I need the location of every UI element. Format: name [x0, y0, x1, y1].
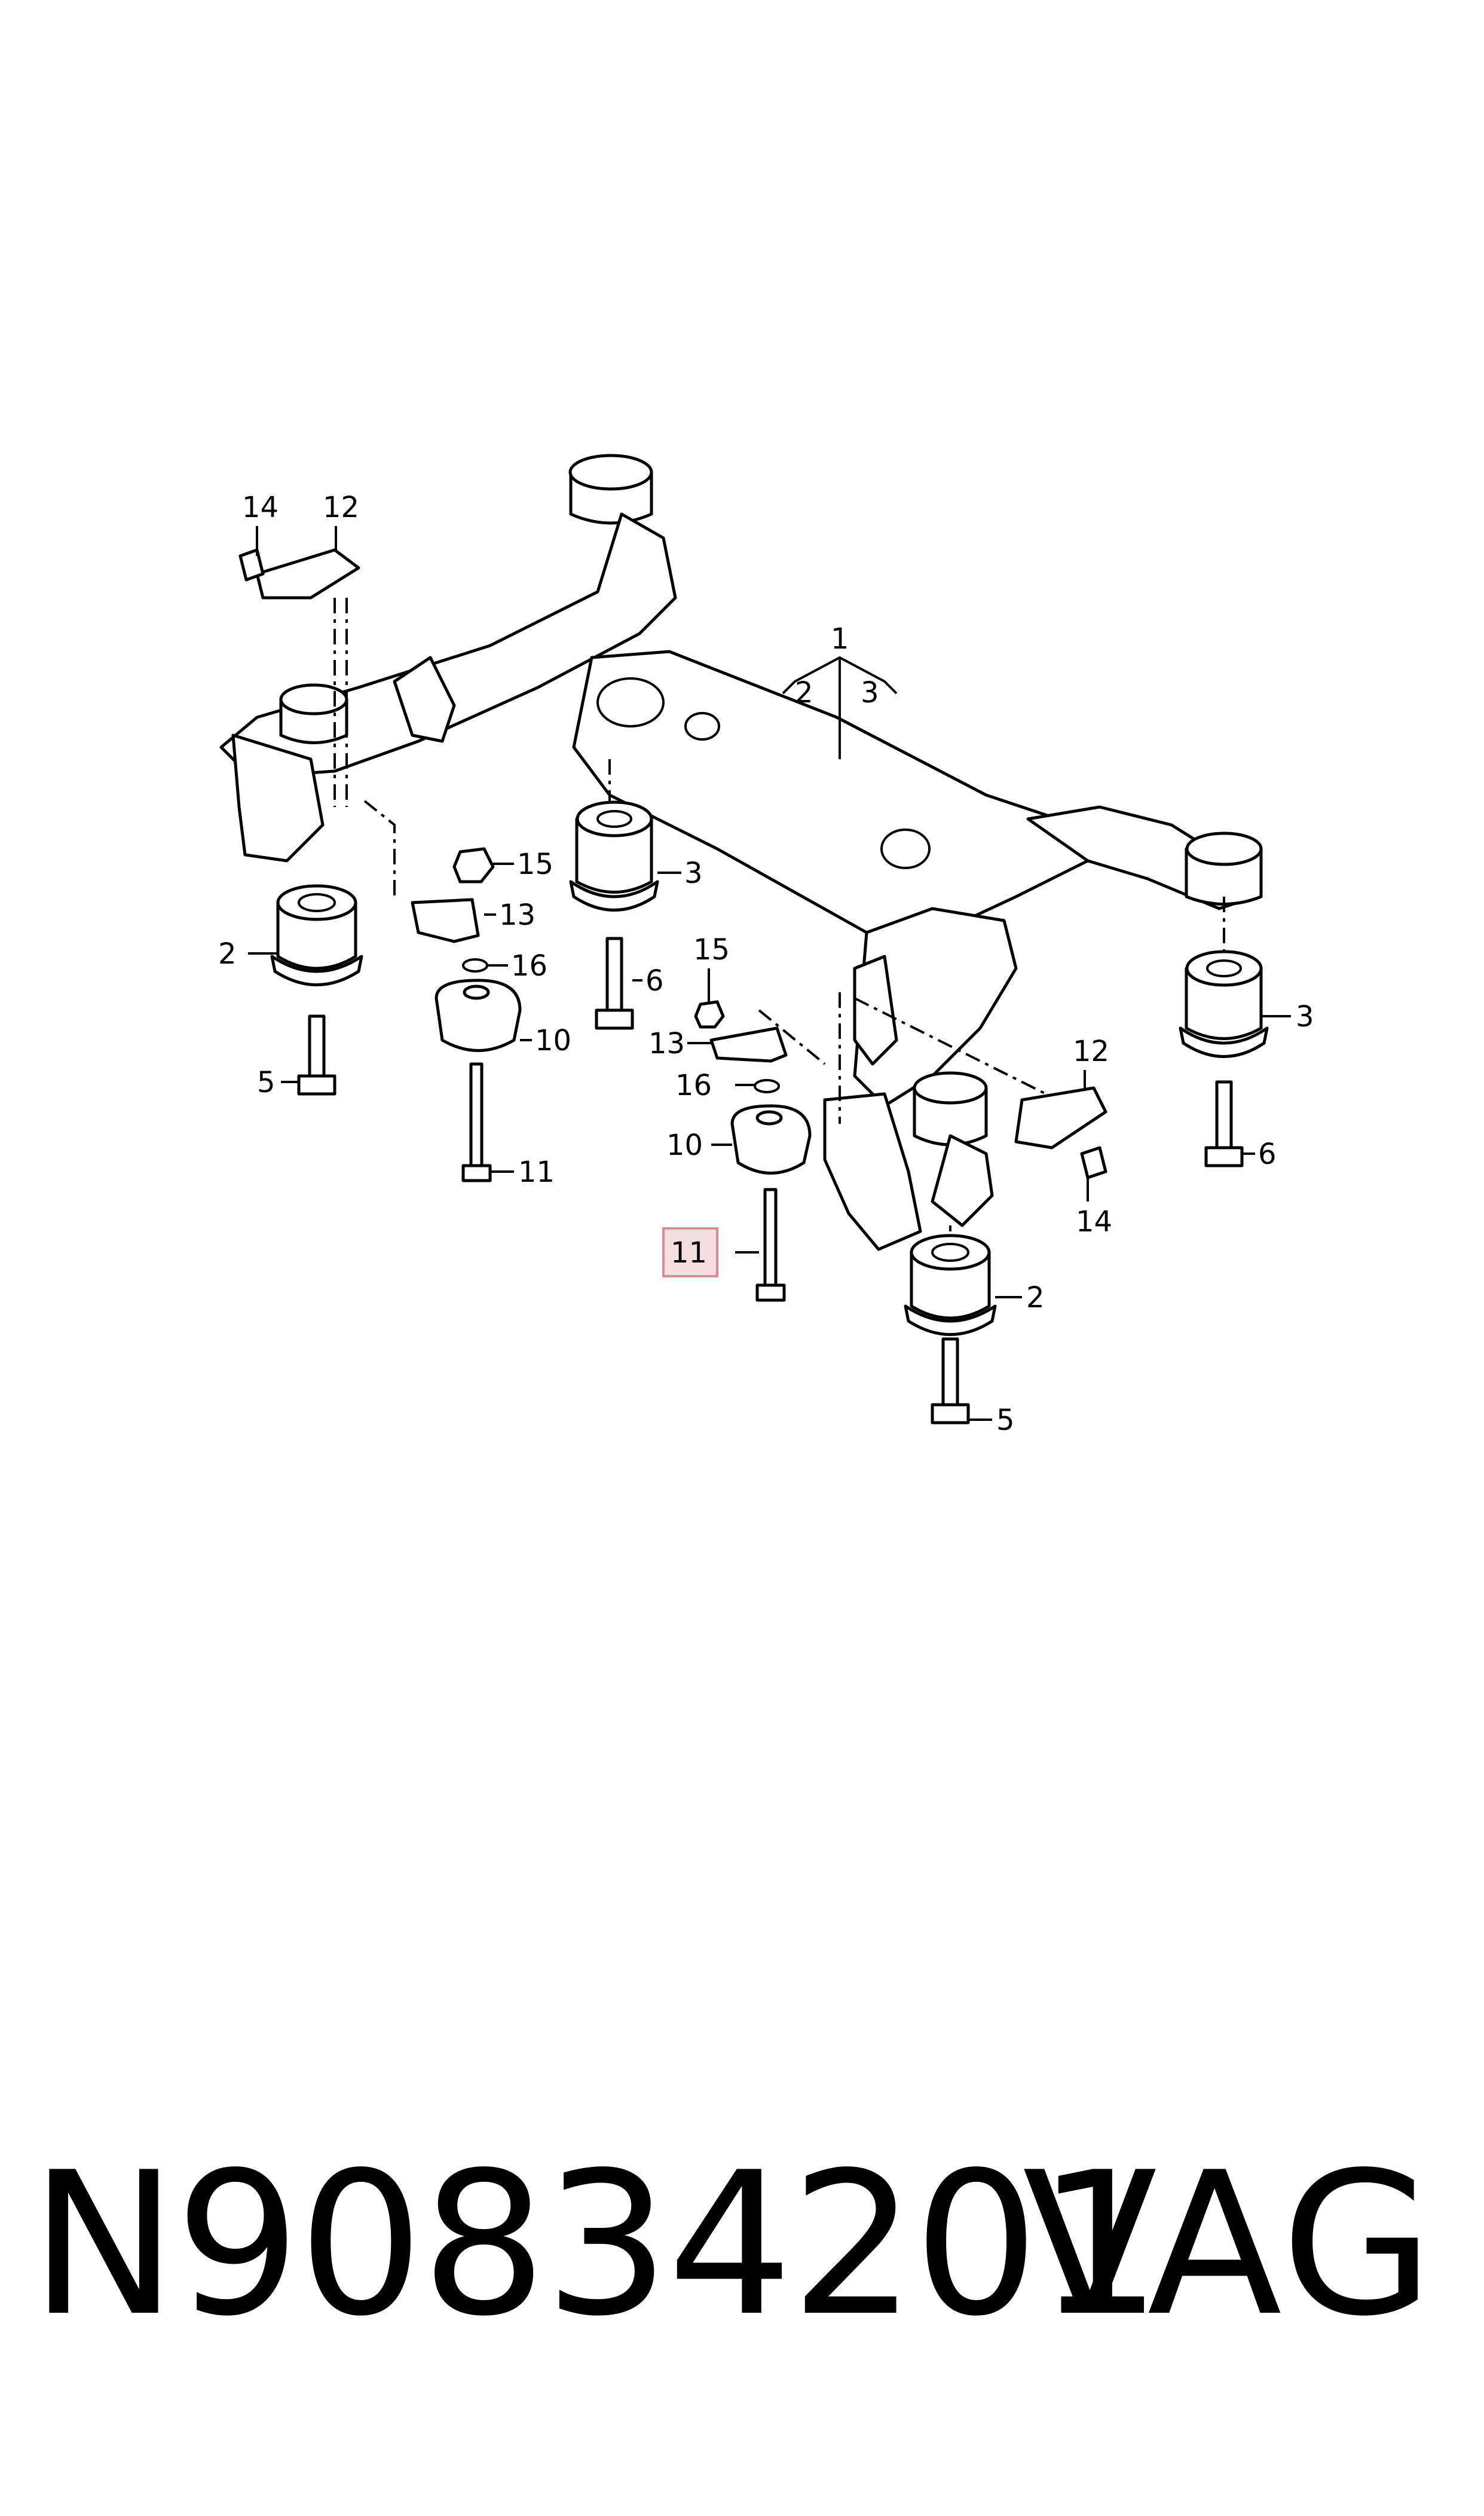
callout-2-top: 2: [795, 676, 813, 710]
bolt-14-right: [1080, 1146, 1107, 1179]
callout-10-left: 10: [535, 1024, 571, 1057]
callout-11-left: 11: [518, 1155, 555, 1189]
highlight-box: [662, 1227, 718, 1277]
washer-16-mid: [754, 1079, 780, 1093]
nut-15-left: [452, 847, 495, 883]
callout-16-left: 16: [511, 949, 547, 983]
callout-3-top: 3: [861, 676, 879, 710]
callout-1: 1: [831, 622, 849, 656]
callout-16-mid: 16: [675, 1069, 712, 1102]
callout-5-left: 5: [257, 1066, 276, 1099]
rear-subframe: [219, 454, 1263, 1251]
callout-6-center: 6: [645, 964, 664, 998]
callout-14-left: 14: [242, 491, 279, 524]
part-number: N90834201: [30, 2130, 1162, 2359]
bushing-2-left: [270, 884, 363, 986]
bracket-13-left: [411, 898, 480, 943]
nut-15-mid: [694, 1000, 725, 1029]
callout-15-mid: 15: [693, 933, 730, 967]
assembly-lines: [333, 598, 1225, 1231]
callout-14-right: 14: [1076, 1205, 1112, 1239]
callout-12-right: 12: [1073, 1035, 1109, 1068]
plate-12-left: [255, 548, 360, 600]
callout-15-left: 15: [517, 848, 553, 881]
callout-13-mid: 13: [648, 1027, 685, 1060]
bolts: [297, 937, 1244, 1424]
callout-2-right: 2: [1026, 1281, 1045, 1314]
callout-11-highlight: 11: [671, 1236, 707, 1270]
bushing-3-center: [569, 800, 659, 912]
callouts: 1 2 3 2 3 3 2 5 5 6 6 10 10 11 11 12 12 …: [218, 491, 1314, 1437]
callout-5-right: 5: [996, 1404, 1015, 1437]
brand-label: VAG: [1022, 2130, 1436, 2359]
callout-13-left: 13: [499, 898, 536, 932]
callout-2-left: 2: [218, 937, 237, 971]
washer-16-left: [462, 958, 488, 973]
callout-3-center: 3: [684, 857, 703, 890]
callout-3-right: 3: [1296, 1000, 1314, 1034]
bushing-2-right: [904, 1234, 997, 1336]
mount-10-left: [435, 979, 522, 1052]
bushing-3-right: [1179, 950, 1269, 1058]
callout-6-right: 6: [1258, 1138, 1277, 1171]
callout-12-left: 12: [323, 491, 359, 524]
mount-10-mid: [730, 1104, 812, 1175]
leader-lines: [248, 526, 1291, 1421]
bolt-14-left: [238, 548, 265, 582]
plate-12-right: [1014, 1086, 1107, 1150]
bracket-13-mid: [709, 1026, 788, 1063]
callout-10-mid: 10: [666, 1129, 703, 1162]
